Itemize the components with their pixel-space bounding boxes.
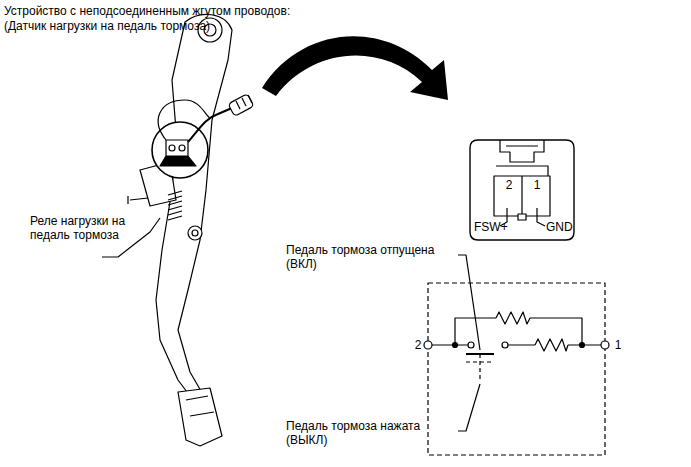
terminal-number: 2	[412, 338, 424, 352]
signal-name: FSW+	[474, 220, 518, 234]
pin-number: 1	[531, 178, 543, 192]
switch-bar-dashed	[466, 361, 494, 362]
arm-hole	[188, 226, 202, 240]
connector-key	[518, 214, 526, 220]
pad-ribs	[186, 396, 214, 416]
sensor-screw	[169, 145, 175, 151]
leader-line	[458, 255, 480, 350]
state-note: Педаль тормоза нажата (ВЫКЛ)	[286, 419, 456, 447]
arm-hole-inner	[192, 230, 198, 236]
terminal-cavity	[494, 176, 550, 216]
junction-dot	[453, 343, 458, 348]
switch-contact	[502, 342, 508, 348]
sensor-wire	[188, 108, 232, 142]
cavity-divider	[521, 176, 522, 216]
wire-loop	[158, 100, 210, 140]
sensor-base	[160, 156, 196, 166]
dashed-frame	[428, 283, 605, 455]
pin-leader	[537, 208, 545, 226]
leader-line	[458, 384, 480, 431]
junction-dot	[580, 343, 585, 348]
signal-name: GND	[546, 220, 586, 234]
switch-contact	[468, 342, 474, 348]
spring	[168, 191, 182, 220]
pin-number: 2	[503, 178, 515, 192]
state-note: Педаль тормоза отпущена (ВКЛ)	[286, 243, 456, 271]
resistor-symbol	[496, 312, 530, 324]
stop-bolt	[128, 196, 148, 204]
plug-ribs	[236, 95, 252, 109]
switch-actuator	[479, 354, 480, 382]
part-name: Реле нагрузки на педаль тормоза	[30, 214, 130, 242]
figure-title: Устройство с неподсоединенным жгутом про…	[4, 4, 304, 34]
terminal	[424, 341, 432, 349]
terminal-number: 1	[612, 338, 624, 352]
resistor-symbol	[535, 339, 568, 351]
sensor-screw	[179, 145, 185, 151]
sensor-body	[166, 140, 188, 156]
terminal	[601, 341, 609, 349]
pedal-pad	[178, 388, 222, 446]
pedal-arm	[156, 14, 232, 404]
harness-plug	[228, 94, 254, 117]
connector-latch	[496, 140, 548, 176]
pointer-arrow	[262, 36, 448, 100]
